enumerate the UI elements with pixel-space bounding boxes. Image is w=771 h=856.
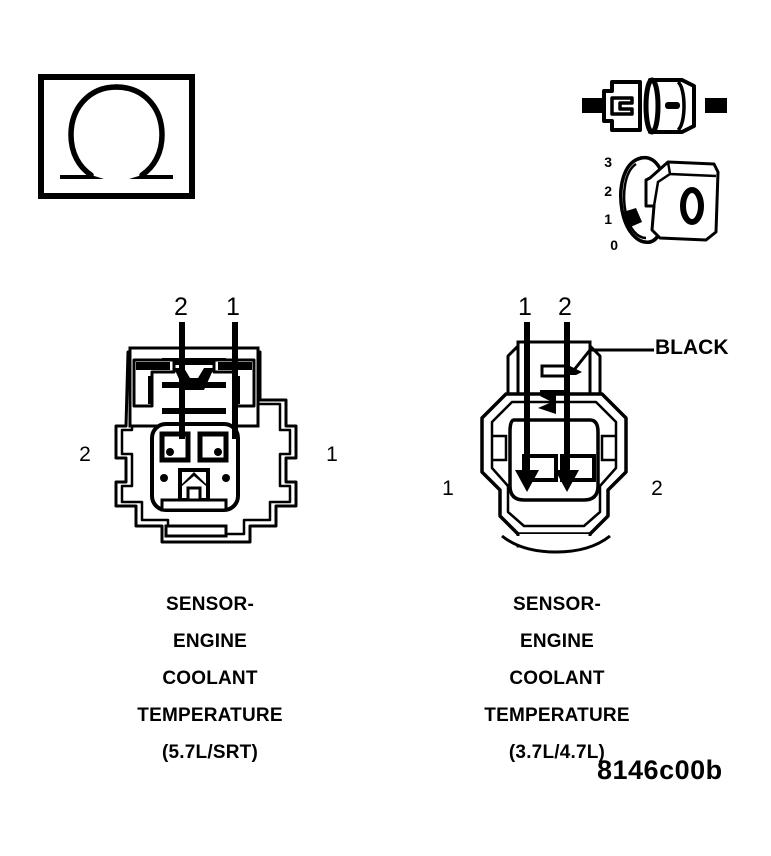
connector-ect-57-srt-callouts (160, 322, 270, 442)
caption-line-1: SENSOR- (166, 594, 254, 615)
caption-line-5: (5.7L/SRT) (162, 742, 258, 763)
wire-color-leader-black (566, 330, 656, 378)
caption-line-4: TEMPERATURE (484, 705, 630, 726)
key-position-1: 1 (604, 211, 612, 227)
wire-color-label-black: BLACK (655, 336, 729, 359)
caption-line-3: COOLANT (162, 668, 258, 689)
side-label-right-connector-right: 2 (651, 477, 663, 500)
connector-ect-37-47-callouts (512, 322, 602, 497)
ohm-symbol-box (38, 74, 195, 199)
leader-line-black (570, 348, 654, 378)
connector-disconnect-glyph (582, 77, 727, 135)
connector-ect-57-srt (100, 330, 330, 570)
key-position-2: 2 (604, 183, 612, 199)
pin-callout-2-right-connector: 2 (558, 293, 572, 321)
caption-ect-37-47: SENSOR- ENGINE COOLANT TEMPERATURE (3.7L… (397, 586, 717, 771)
caption-line-2: ENGINE (172, 631, 248, 652)
connector-ect-57-srt-drawing (114, 346, 298, 544)
caption-line-1: SENSOR- (513, 594, 601, 615)
caption-line-4: TEMPERATURE (137, 705, 283, 726)
callout-arrows-right (515, 322, 579, 492)
key-position-0: 0 (610, 237, 618, 253)
ignition-key-icon (606, 150, 726, 250)
ohm-symbol-icon (38, 74, 195, 199)
connector-ect-37-47-drawing (480, 340, 628, 554)
caption-line-5: (3.7L/4.7L) (508, 742, 606, 763)
pin-callout-1-left-connector: 1 (226, 293, 240, 321)
connector-ect-37-47 (462, 340, 652, 555)
caption-ect-57-srt: SENSOR- ENGINE COOLANT TEMPERATURE (5.7L… (50, 586, 370, 771)
ignition-key-glyph (619, 156, 720, 244)
connector-disconnect-icon (582, 72, 727, 142)
callout-lines-left (179, 322, 238, 439)
side-label-left-connector-right: 1 (326, 443, 338, 466)
caption-line-3: COOLANT (509, 668, 605, 689)
side-label-right-connector-left: 1 (442, 477, 454, 500)
part-number-label: 8146c00b (597, 755, 723, 785)
side-label-left-connector-left: 2 (79, 443, 91, 466)
pin-callout-1-right-connector: 1 (518, 293, 532, 321)
key-position-3: 3 (604, 154, 612, 170)
caption-line-2: ENGINE (519, 631, 595, 652)
pin-callout-2-left-connector: 2 (174, 293, 188, 321)
